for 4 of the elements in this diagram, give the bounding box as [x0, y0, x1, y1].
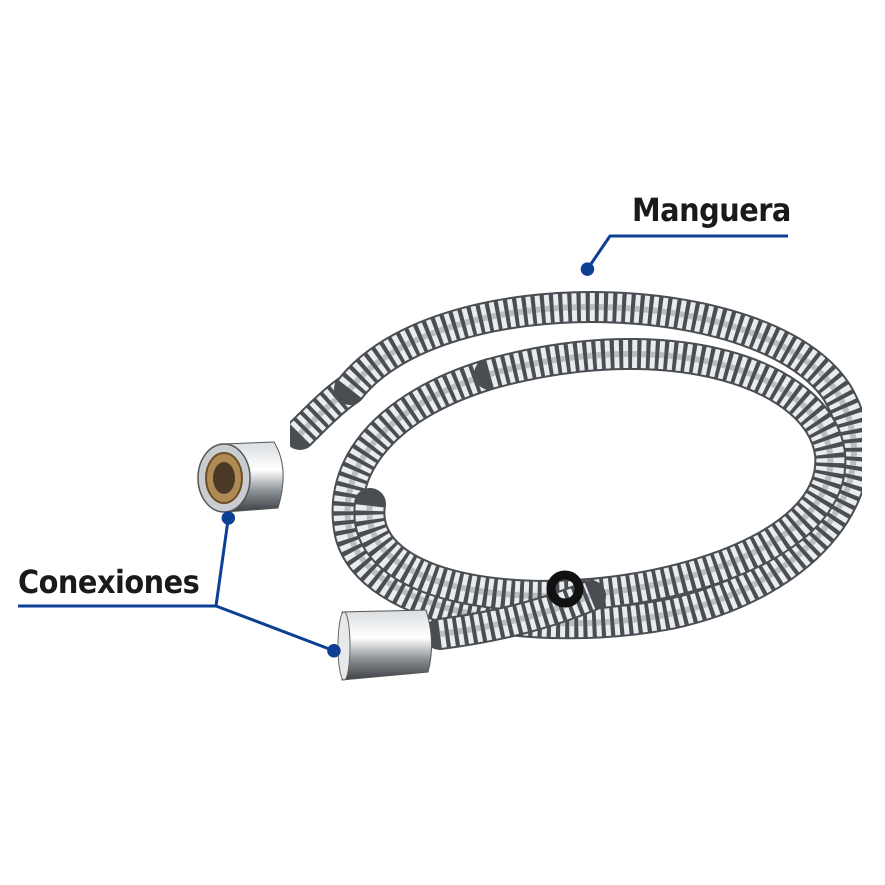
callout-label: Manguera [632, 194, 788, 226]
leader-line [580, 234, 788, 276]
callout-label: Conexiones [18, 566, 200, 598]
leader-line [18, 604, 341, 658]
